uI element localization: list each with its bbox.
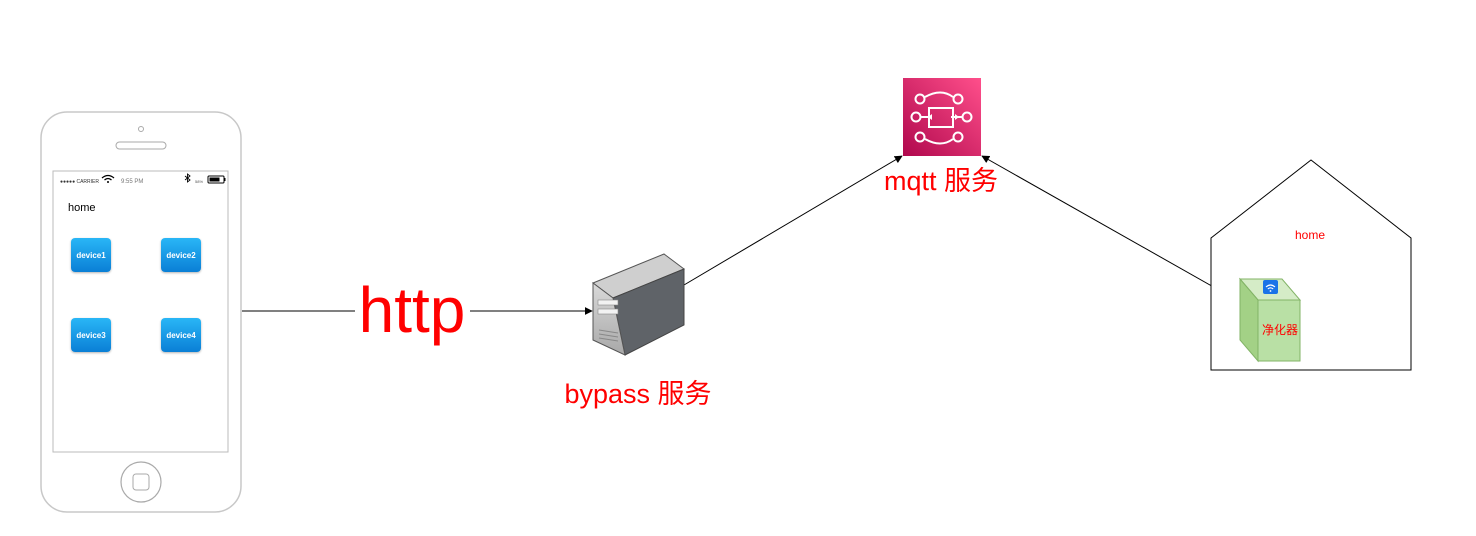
phone-mockup: ●●●●● CARRIER 9:55 PM 58% home: [40, 111, 242, 513]
server-icon: [591, 253, 686, 356]
status-time: 9:55 PM: [121, 179, 143, 185]
http-label: http: [359, 274, 466, 346]
mqtt-broker-icon: [903, 78, 981, 156]
purifier-wifi-icon: [1263, 280, 1278, 294]
edge-bypass-to-mqtt: [683, 155, 903, 286]
device-tile-3[interactable]: device3: [71, 318, 111, 352]
bypass-label: bypass 服务: [564, 379, 711, 409]
mqtt-label: mqtt 服务: [884, 166, 998, 196]
edge-purifier-to-mqtt: [981, 155, 1241, 303]
status-carrier: ●●●●● CARRIER: [60, 179, 99, 185]
status-battery-percent: 58%: [195, 179, 203, 184]
device-tile-2[interactable]: device2: [161, 238, 201, 272]
phone-home-button[interactable]: [120, 461, 162, 503]
purifier-label: 净化器: [1262, 323, 1298, 337]
purifier-device: [1238, 277, 1302, 363]
device-tile-1[interactable]: device1: [71, 238, 111, 272]
bluetooth-icon: [184, 173, 191, 183]
battery-icon: [207, 175, 226, 184]
device-tile-4[interactable]: device4: [161, 318, 201, 352]
screen-title: home: [68, 202, 96, 214]
house-label: home: [1295, 228, 1325, 242]
wifi-icon: [101, 174, 115, 183]
